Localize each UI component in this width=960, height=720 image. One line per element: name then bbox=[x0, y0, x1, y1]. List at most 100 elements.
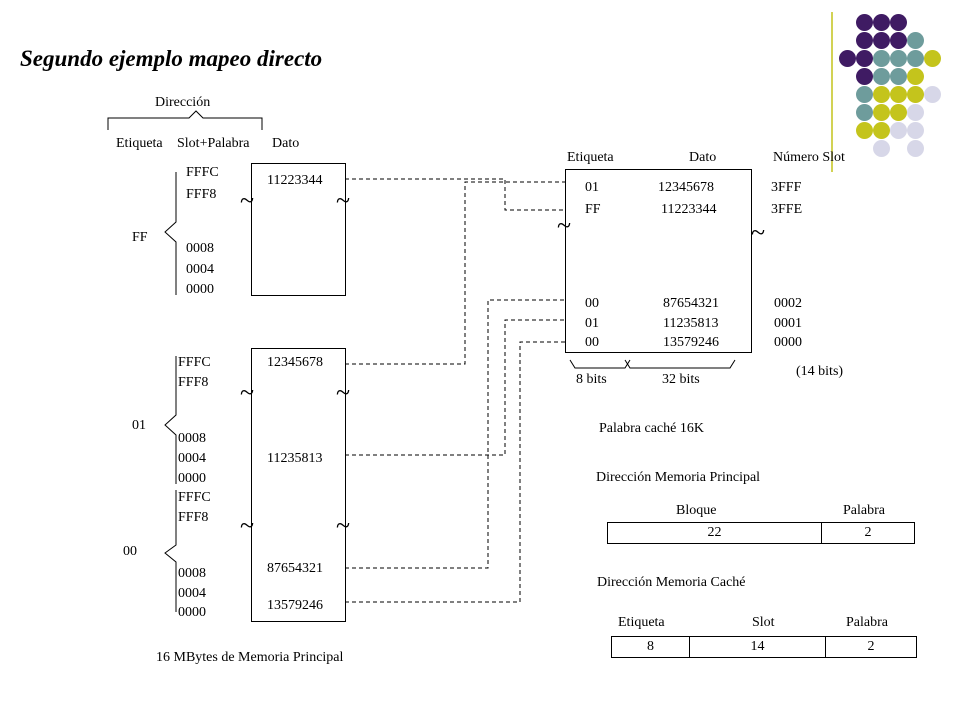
cache-data: 87654321 bbox=[663, 296, 719, 311]
block-tag-01: 01 bbox=[132, 418, 146, 433]
address-0008: 0008 bbox=[178, 566, 206, 581]
decorative-dot bbox=[873, 68, 890, 85]
tilde-icon: ~ bbox=[336, 186, 351, 215]
decorative-dot bbox=[873, 14, 890, 31]
decorative-dot bbox=[907, 140, 924, 157]
memory-caption: 16 MBytes de Memoria Principal bbox=[156, 650, 344, 665]
decorative-dot bbox=[873, 86, 890, 103]
decorative-dot bbox=[907, 68, 924, 85]
decorative-dot bbox=[924, 50, 941, 67]
tag-column-label: Etiqueta bbox=[116, 136, 163, 151]
cache-slot: 3FFF bbox=[771, 180, 802, 195]
decorative-dot bbox=[890, 32, 907, 49]
decorative-dot bbox=[873, 50, 890, 67]
data-column-label: Dato bbox=[272, 136, 300, 151]
cache-tag: 00 bbox=[585, 296, 599, 311]
decorative-dot bbox=[856, 14, 873, 31]
tilde-icon: ~ bbox=[240, 378, 255, 407]
word-field-label: Palabra bbox=[843, 503, 885, 518]
memory-block-ff bbox=[251, 163, 346, 296]
connector-13579246 bbox=[345, 341, 565, 603]
cache-address-box: 8 14 2 bbox=[611, 636, 917, 658]
word-field-value: 2 bbox=[867, 639, 875, 654]
address-fff8: FFF8 bbox=[186, 187, 217, 202]
connector-87654321 bbox=[345, 299, 565, 569]
decorative-dot bbox=[907, 50, 924, 67]
decorative-dot bbox=[890, 68, 907, 85]
tilde-icon: ~ bbox=[557, 211, 572, 240]
slot-field-value: 14 bbox=[690, 637, 826, 657]
cache-caption: Palabra caché 16K bbox=[599, 421, 704, 436]
decorative-dot bbox=[856, 104, 873, 121]
memory-value: 11235813 bbox=[267, 451, 323, 466]
cache-tag: 01 bbox=[585, 180, 599, 195]
cache-slot-header: Número Slot bbox=[773, 150, 845, 165]
cache-slot: 3FFE bbox=[771, 202, 803, 217]
decorative-dot bbox=[890, 122, 907, 139]
decorative-dot bbox=[873, 140, 890, 157]
decorative-dot bbox=[907, 86, 924, 103]
tag-bracket-ff bbox=[164, 172, 177, 295]
address-0000: 0000 bbox=[178, 471, 206, 486]
cache-tag: FF bbox=[585, 202, 601, 217]
decorative-dot bbox=[856, 50, 873, 67]
word-field-label: Palabra bbox=[846, 615, 888, 630]
address-0004: 0004 bbox=[178, 586, 206, 601]
word-field-value: 2 bbox=[864, 525, 872, 540]
tilde-icon: ~ bbox=[240, 511, 255, 540]
cache-data: 12345678 bbox=[658, 180, 714, 195]
connector-11235813 bbox=[345, 319, 565, 456]
address-fffc: FFFC bbox=[186, 165, 219, 180]
decorative-dot bbox=[856, 68, 873, 85]
bits-bracket-tag bbox=[569, 359, 631, 369]
address-fff8: FFF8 bbox=[178, 510, 209, 525]
tilde-icon: ~ bbox=[336, 511, 351, 540]
memory-value: 12345678 bbox=[267, 355, 323, 370]
decorative-dot bbox=[907, 32, 924, 49]
block-tag-ff: FF bbox=[132, 230, 148, 245]
cache-data: 11235813 bbox=[663, 316, 719, 331]
memory-block-01-00 bbox=[251, 348, 346, 622]
bits-data-label: 32 bits bbox=[662, 372, 700, 387]
memory-value: 11223344 bbox=[267, 173, 323, 188]
decorative-dot bbox=[907, 122, 924, 139]
main-address-title: Dirección Memoria Principal bbox=[596, 470, 761, 485]
tag-bracket-01 bbox=[164, 356, 177, 484]
block-tag-00: 00 bbox=[123, 544, 137, 559]
address-fffc: FFFC bbox=[178, 490, 211, 505]
memory-value: 87654321 bbox=[267, 561, 323, 576]
cache-tag-header: Etiqueta bbox=[567, 150, 614, 165]
decorative-dot bbox=[890, 14, 907, 31]
decorative-dot bbox=[856, 32, 873, 49]
decorative-dot bbox=[924, 86, 941, 103]
block-field-label: Bloque bbox=[676, 503, 717, 518]
cache-slot: 0002 bbox=[774, 296, 802, 311]
decorative-dot bbox=[839, 50, 856, 67]
cache-data-header: Dato bbox=[689, 150, 717, 165]
address-0004: 0004 bbox=[186, 262, 214, 277]
bits-tag-label: 8 bits bbox=[576, 372, 607, 387]
decorative-dot bbox=[890, 50, 907, 67]
address-0004: 0004 bbox=[178, 451, 206, 466]
address-brace bbox=[107, 110, 263, 130]
cache-data: 13579246 bbox=[663, 335, 719, 350]
connector-12345678 bbox=[345, 181, 565, 365]
tilde-icon: ~ bbox=[336, 378, 351, 407]
memory-value: 13579246 bbox=[267, 598, 323, 613]
address-0000: 0000 bbox=[178, 605, 206, 620]
tag-field-label: Etiqueta bbox=[618, 615, 665, 630]
decorative-dot bbox=[856, 122, 873, 139]
slot-word-column-label: Slot+Palabra bbox=[177, 136, 250, 151]
slot-field-label: Slot bbox=[752, 615, 775, 630]
address-0000: 0000 bbox=[186, 282, 214, 297]
cache-address-title: Dirección Memoria Caché bbox=[597, 575, 746, 590]
bits-slot-label: (14 bits) bbox=[796, 364, 844, 379]
decorative-dot bbox=[890, 86, 907, 103]
main-address-box: 22 2 bbox=[607, 522, 915, 544]
decorative-dot bbox=[873, 104, 890, 121]
cache-box bbox=[565, 169, 752, 353]
decorative-dot bbox=[856, 86, 873, 103]
decorative-dot bbox=[890, 104, 907, 121]
address-label: Dirección bbox=[155, 95, 211, 110]
